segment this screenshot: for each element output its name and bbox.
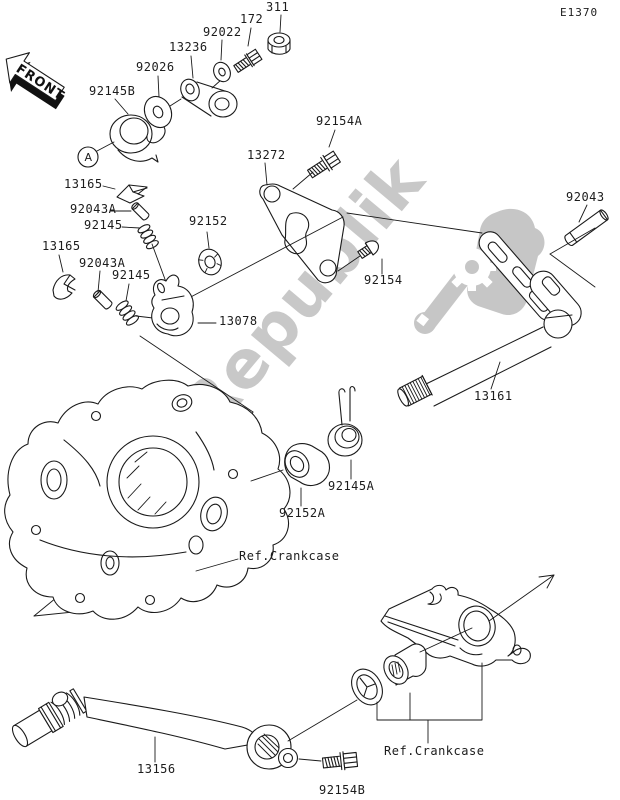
bushing-92152a [284,443,331,487]
part-label-13165-upper: 13165 [64,177,103,191]
part-label-92152a: 92152A [279,506,326,520]
insertion-marker [549,227,596,288]
screw-92154 [357,240,379,259]
detail-marker-a-1: A [77,141,115,168]
torsion-spring-92145a [327,385,363,457]
part-label-13165-lower: 13165 [42,239,81,253]
ref-label-crankcase-lower: Ref.Crankcase [384,744,485,758]
part-label-92145a: 92145A [328,479,375,493]
part-label-92154: 92154 [364,273,403,287]
part-label-13156: 13156 [137,762,176,776]
shift-mechanism-13078 [151,274,194,337]
oil-seal [351,668,383,706]
pin-92043a-upper [131,202,150,221]
part-label-172: 172 [240,12,264,26]
direction-arrow-icon [488,574,555,622]
svg-text:A: A [85,151,93,164]
part-label-92145-upper: 92145 [84,218,123,232]
gear-pedal-13156 [11,688,299,770]
crankcase-main [4,379,291,620]
ref-bracket [376,662,483,744]
part-label-92145-lower: 92145 [112,268,151,282]
bolt-92154a [306,150,341,179]
part-label-92043: 92043 [566,190,605,204]
part-label-92022: 92022 [203,25,242,39]
pin-92043 [564,209,609,247]
part-label-92145b: 92145B [89,84,136,98]
part-label-13078: 13078 [219,314,258,328]
part-label-92154b: 92154B [319,783,366,797]
nut-311 [267,32,291,55]
clip-13165-lower [52,274,76,300]
part-label-13272: 13272 [247,148,286,162]
part-label-311: 311 [266,0,290,14]
part-label-92152: 92152 [189,214,228,228]
part-label-92026: 92026 [136,60,175,74]
pin-92043a-lower [92,289,113,310]
washer-92152 [198,248,222,276]
bolt-172 [233,48,263,73]
front-arrow-icon: FRONT [5,52,67,110]
clip-13165-upper [116,184,148,204]
plate-13272 [259,183,345,284]
crankcase-lower [380,584,531,667]
part-label-13236: 13236 [169,40,208,54]
ref-label-crankcase-main: Ref.Crankcase [239,549,340,563]
coil-spring-92145-upper [137,224,159,250]
part-label-92154a: 92154A [316,114,363,128]
needle-bearing [383,643,427,686]
torsion-spring-92145b [109,114,166,163]
washer-92022 [213,61,231,83]
part-label-13161: 13161 [474,389,513,403]
bolt-92154b [321,751,359,771]
diagram-code: E1370 [560,6,599,19]
link-13236 [180,78,238,118]
coil-spring-92145-lower [115,300,140,326]
part-label-92043a-lower: 92043A [79,256,126,270]
washer-92026 [143,95,173,129]
shift-shaft-13161 [397,231,582,407]
part-label-92043a-upper: 92043A [70,202,117,216]
